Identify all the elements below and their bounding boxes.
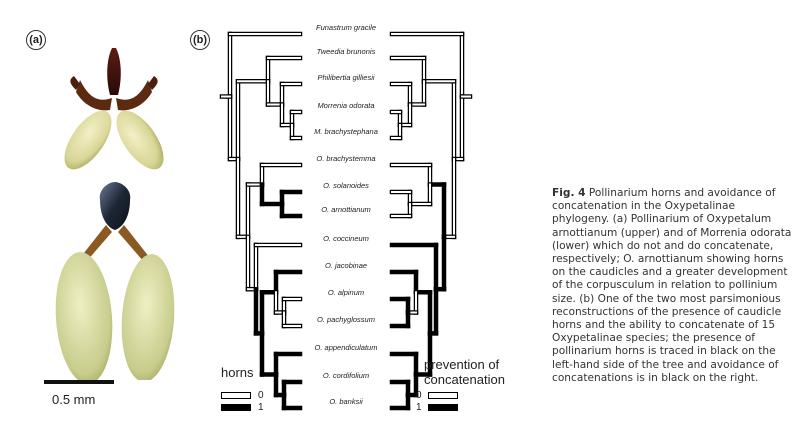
taxon-label: O. brachystemma xyxy=(316,154,376,163)
taxon-label: O. solanoides xyxy=(323,181,369,190)
panel-label-a: (a) xyxy=(26,30,46,50)
prevention-legend-state0: 0 xyxy=(416,390,422,401)
upper-pollinarium xyxy=(64,48,164,170)
horns-legend-title: horns xyxy=(221,365,254,380)
taxon-label: O. jacobinae xyxy=(324,261,368,270)
scale-bar-label: 0.5 mm xyxy=(52,392,96,407)
horns-legend-state1: 1 xyxy=(258,402,264,413)
lower-pollinarium xyxy=(55,182,175,380)
caption-text: Pollinarium horns and avoidance of conca… xyxy=(552,187,792,384)
pollinarium-photo xyxy=(55,48,175,380)
taxon-label: Philibertia gilliesii xyxy=(317,73,375,82)
horns-legend-state0-swatch xyxy=(221,392,251,399)
prevention-legend-state1-swatch xyxy=(428,404,458,411)
taxon-label: O. alpinum xyxy=(327,288,365,297)
taxon-label: O. appendiculatum xyxy=(314,343,378,352)
panel-label-b: (b) xyxy=(190,30,210,50)
caption-label: Fig. 4 xyxy=(552,187,586,199)
taxon-label: O. cordifolium xyxy=(322,371,370,380)
taxon-label: O. banksii xyxy=(329,397,363,406)
horns-legend-state0: 0 xyxy=(258,390,264,401)
taxon-label: Funastrum gracile xyxy=(315,23,377,32)
horns-legend-state1-swatch xyxy=(221,404,251,411)
taxon-label: Morrenia odorata xyxy=(317,101,375,110)
taxon-label: Tweedia brunonis xyxy=(316,47,376,56)
prevention-legend-title-line1: prevention of xyxy=(424,357,500,372)
taxon-label: O. coccineum xyxy=(323,234,369,243)
prevention-legend-state1: 1 xyxy=(416,402,422,413)
scale-bar xyxy=(44,380,114,384)
taxon-label: M. brachystephana xyxy=(314,127,378,136)
prevention-legend-state0-swatch xyxy=(428,392,458,399)
taxon-label: O. pachyglossum xyxy=(317,315,375,324)
figure-caption: Fig. 4 Pollinarium horns and avoidance o… xyxy=(552,187,792,385)
taxon-label: O. arnottianum xyxy=(321,205,371,214)
prevention-legend-title-line2: concatenation xyxy=(424,372,505,387)
